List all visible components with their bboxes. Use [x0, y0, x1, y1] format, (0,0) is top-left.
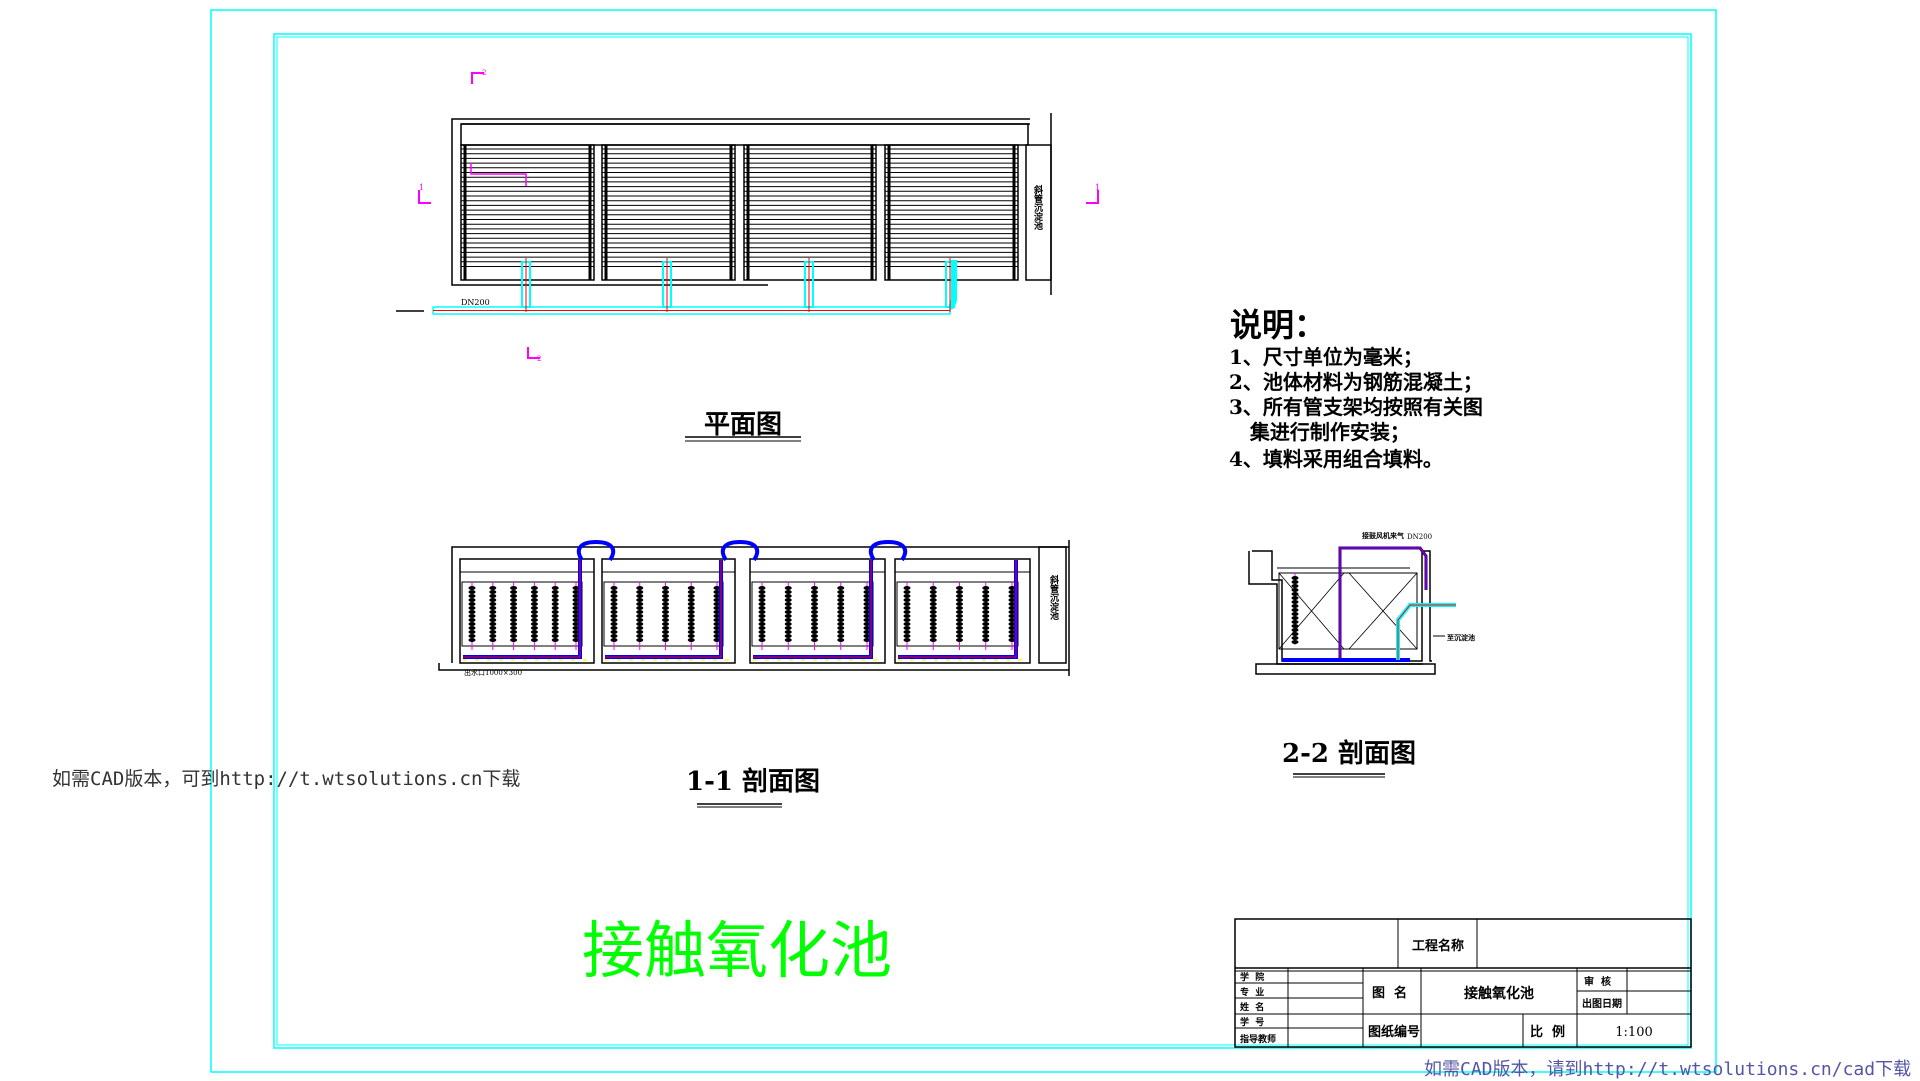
plan-tank-cell — [601, 144, 736, 281]
section-1-1-outlet-label: 出水口1000×300 — [464, 668, 522, 677]
air-pipe-gooseneck — [868, 539, 908, 562]
plan-side-tank-label: 斜管沉淀池 — [1032, 184, 1044, 231]
inner-frame-2 — [276, 36, 1689, 1046]
outer-frame — [210, 9, 1717, 1073]
section-mark-2-top: 2 — [482, 69, 486, 77]
inner-frame — [273, 33, 1692, 1049]
drawing-name-value: 接触氧化池 — [1464, 985, 1534, 1002]
name-label: 姓 名 — [1239, 1001, 1264, 1013]
section-marks — [418, 72, 1099, 359]
note-item: 1、尺寸单位为毫米； — [1229, 345, 1423, 369]
notes-heading: 说明： — [1230, 306, 1326, 344]
section-1-1-side-label: 斜管沉淀池 — [1048, 574, 1060, 621]
drawing-no-label: 图纸编号 — [1368, 1024, 1420, 1040]
section-2-2-pipe-label: DN200 — [1407, 533, 1432, 541]
student-id-label: 学 号 — [1240, 1016, 1264, 1028]
note-item: 3、所有管支架均按照有关图 — [1229, 395, 1483, 419]
section-2-2-fill-media — [1291, 576, 1299, 644]
college-label: 学 院 — [1240, 971, 1264, 983]
drawing-name-label: 图 名 — [1372, 985, 1407, 1001]
date-label: 出图日期 — [1582, 997, 1622, 1010]
scale-value: 1:100 — [1615, 1025, 1652, 1040]
plan-air-pipe — [432, 258, 957, 315]
section-1-1-title: 1-1 剖面图 — [686, 766, 820, 797]
scale-label: 比 例 — [1530, 1024, 1565, 1040]
note-item: 2、池体材料为钢筋混凝土； — [1229, 370, 1483, 394]
section-2-2 — [1248, 546, 1456, 675]
section-mark-1-right: 1 — [1095, 183, 1100, 192]
section-mark-1-left: 1 — [419, 183, 424, 192]
section-2-2-air-label: 接鼓风机来气 — [1362, 531, 1404, 540]
note-item: 4、填料采用组合填料。 — [1229, 447, 1443, 471]
plan-tank-cell — [743, 144, 877, 281]
review-label: 审 核 — [1584, 975, 1611, 988]
title-block — [1234, 918, 1692, 1048]
plan-side-tank — [1025, 144, 1052, 281]
section-2-2-outlet-label: 至沉淀池 — [1447, 633, 1475, 642]
plan-view — [451, 113, 1052, 295]
section-1-1 — [438, 539, 1070, 676]
section-tank-cell — [459, 558, 595, 664]
main-title: 接触氧化池 — [582, 914, 892, 987]
section-2-2-title: 2-2 剖面图 — [1282, 738, 1416, 769]
note-item: 集进行制作安装； — [1229, 420, 1410, 444]
section-tank-cell — [894, 558, 1031, 664]
plan-pipe-label: DN200 — [461, 298, 490, 307]
section-tank-cell — [601, 558, 736, 664]
major-label: 专 业 — [1240, 986, 1264, 998]
plan-tank-cell — [460, 144, 595, 281]
watermark-left: 如需CAD版本，可到http://t.wtsolutions.cn下载 — [52, 768, 521, 790]
watermark-bottom-right: 如需CAD版本，请到http://t.wtsolutions.cn/cad下载 — [1424, 1059, 1912, 1080]
advisor-label: 指导教师 — [1240, 1033, 1276, 1045]
section-tank-cell — [749, 558, 886, 664]
plan-title: 平面图 — [704, 410, 782, 440]
project-name-label: 工程名称 — [1412, 938, 1464, 954]
plan-tank-cell — [884, 144, 1019, 281]
air-pipe-gooseneck — [576, 539, 616, 562]
section-mark-2-bottom: 2 — [537, 355, 541, 363]
air-pipe-gooseneck — [720, 539, 760, 562]
